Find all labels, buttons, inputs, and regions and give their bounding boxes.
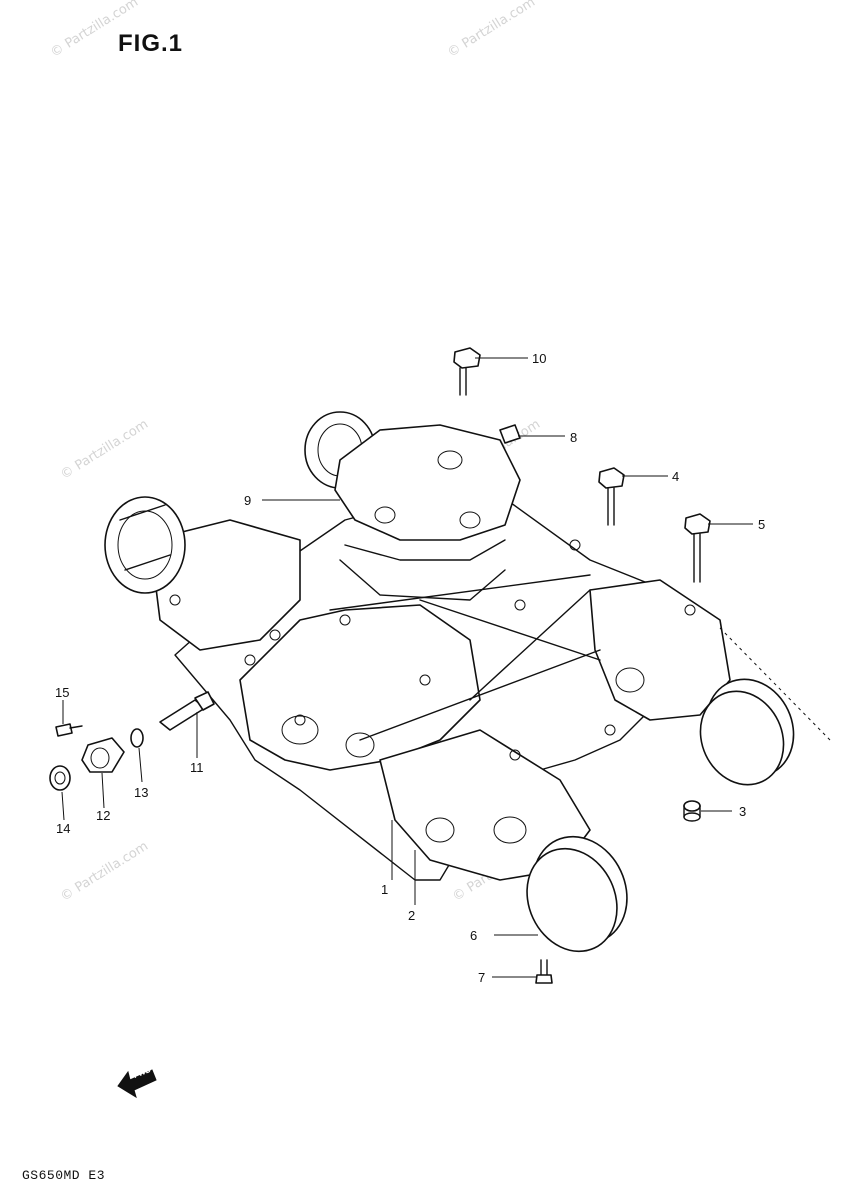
callout-14: 14 [56, 821, 70, 836]
callout-9: 9 [244, 493, 251, 508]
callout-4: 4 [672, 469, 679, 484]
cylinder-head-cover-assembly [104, 411, 731, 881]
callout-15: 15 [55, 685, 69, 700]
callout-1: 1 [381, 882, 388, 897]
callout-7: 7 [478, 970, 485, 985]
callout-5: 5 [758, 517, 765, 532]
sensor-11-icon [159, 691, 215, 731]
page-title: FIG.1 [118, 30, 184, 57]
callout-10: 10 [532, 351, 546, 366]
callout-3: 3 [739, 804, 746, 819]
screw-7-icon [535, 959, 553, 984]
screw-15-icon [55, 723, 83, 737]
callout-13: 13 [134, 785, 148, 800]
callout-12: 12 [96, 808, 110, 823]
dashed-guide-line [719, 627, 831, 741]
leader-lines [61, 357, 753, 978]
fitting-8-icon [499, 424, 521, 444]
housing-12-icon [81, 737, 125, 773]
washer-14-icon [49, 765, 71, 791]
front-direction-arrow-icon [117, 1069, 157, 1099]
bolt-4-icon [598, 467, 625, 526]
bolt-10-icon [453, 347, 481, 396]
callout-6: 6 [470, 928, 477, 943]
end-cap-right-icon [699, 678, 795, 786]
footer-model-code: GS650MD E3 [22, 1168, 106, 1183]
dowel-pin-3-icon [683, 800, 701, 822]
o-ring-13-icon [130, 728, 144, 748]
callout-11: 11 [190, 760, 204, 775]
end-cap-6-icon [526, 835, 628, 953]
callout-8: 8 [570, 430, 577, 445]
callout-2: 2 [408, 908, 415, 923]
bolt-5-icon [684, 513, 711, 583]
